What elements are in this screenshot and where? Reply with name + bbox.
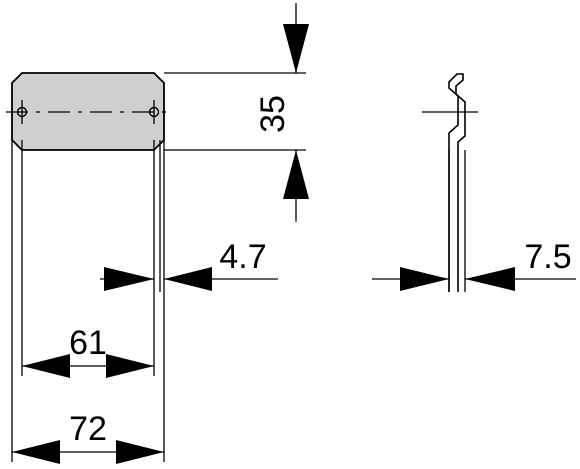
dimension-label-7-5: 7.5 bbox=[524, 238, 571, 276]
arrow-right-icon bbox=[400, 267, 449, 291]
arrow-left-icon bbox=[164, 267, 212, 291]
height-dimension: 35 bbox=[164, 3, 309, 222]
front-extension-lines bbox=[11, 140, 165, 462]
dimension-label-4-7: 4.7 bbox=[219, 238, 266, 276]
gap-dimension-right: 7.5 bbox=[372, 238, 576, 291]
arrow-down-icon bbox=[283, 24, 309, 73]
width-outer-dimension: 72 bbox=[12, 410, 164, 464]
arrow-right-icon bbox=[106, 354, 154, 378]
arrow-right-icon bbox=[116, 440, 164, 464]
arrow-up-icon bbox=[283, 150, 309, 199]
gap-dimension-left: 4.7 bbox=[100, 238, 278, 291]
dimension-label-61: 61 bbox=[69, 324, 107, 362]
front-view bbox=[6, 72, 172, 151]
arrow-left-icon bbox=[22, 354, 70, 378]
arrow-left-icon bbox=[12, 440, 60, 464]
side-view bbox=[422, 73, 478, 292]
dimension-label-72: 72 bbox=[69, 410, 107, 448]
dimension-label-height: 35 bbox=[254, 95, 292, 133]
arrow-left-icon bbox=[465, 267, 515, 291]
arrow-right-icon bbox=[104, 267, 154, 291]
width-inner-dimension: 61 bbox=[22, 324, 154, 378]
rail-profile bbox=[448, 73, 466, 292]
